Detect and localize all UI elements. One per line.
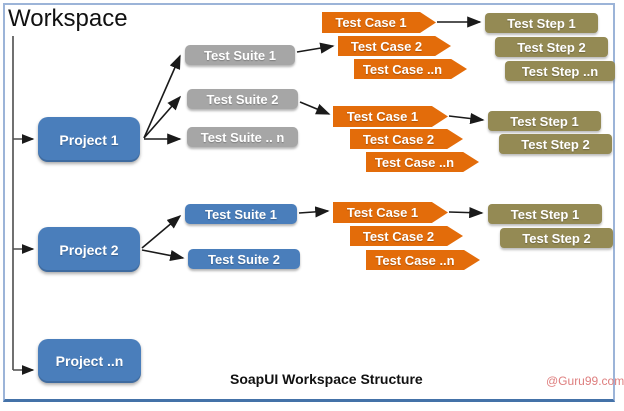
- g1-test-step-1-box: Test Step 1: [485, 13, 598, 33]
- p1-test-suite-1-box: Test Suite 1: [185, 45, 295, 65]
- project-n-box: Project ..n: [38, 339, 141, 383]
- p2-test-suite-2-box: Test Suite 2: [188, 249, 300, 269]
- diagram-caption: SoapUI Workspace Structure: [230, 371, 423, 387]
- workspace-title: Workspace: [8, 5, 128, 32]
- g3-test-step-1-box: Test Step 1: [488, 204, 602, 224]
- g1-test-step-n-box: Test Step ..n: [505, 61, 615, 81]
- g1-test-case-1-box: Test Case 1: [322, 12, 436, 33]
- guru99-watermark: @Guru99.com: [546, 374, 624, 388]
- g1-test-step-2-box: Test Step 2: [495, 37, 608, 57]
- g3-test-case-1-box: Test Case 1: [333, 202, 448, 223]
- p2-test-suite-1-box: Test Suite 1: [185, 204, 297, 224]
- g2-test-step-2-box: Test Step 2: [499, 134, 612, 154]
- g2-test-step-1-box: Test Step 1: [488, 111, 601, 131]
- g1-test-case-2-box: Test Case 2: [338, 36, 451, 56]
- project-2-box: Project 2: [38, 227, 140, 272]
- g3-test-case-2-box: Test Case 2: [350, 226, 463, 246]
- g2-test-case-n-box: Test Case ..n: [366, 152, 479, 172]
- p1-test-suite-n-box: Test Suite .. n: [187, 127, 298, 147]
- g1-test-case-n-box: Test Case ..n: [354, 59, 467, 79]
- project-1-box: Project 1: [38, 117, 140, 162]
- g2-test-case-1-box: Test Case 1: [333, 106, 448, 127]
- g3-test-case-n-box: Test Case ..n: [366, 250, 480, 270]
- g3-test-step-2-box: Test Step 2: [500, 228, 613, 248]
- g2-test-case-2-box: Test Case 2: [350, 129, 463, 149]
- p1-test-suite-2-box: Test Suite 2: [187, 89, 298, 109]
